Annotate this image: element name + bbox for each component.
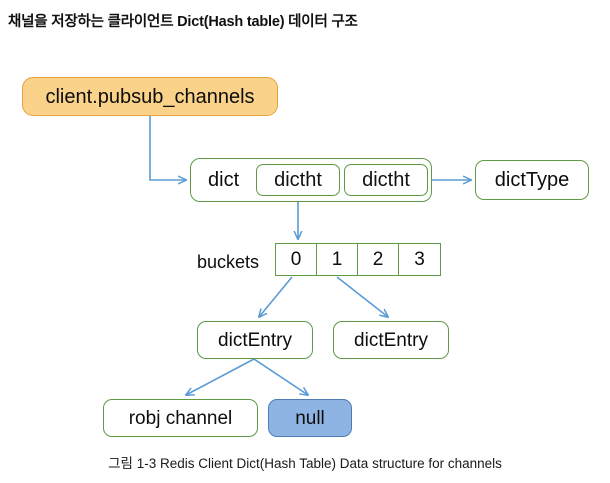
node-dicttype[interactable]: dictType xyxy=(475,160,589,200)
bucket-cell-1[interactable]: 1 xyxy=(317,244,358,275)
node-dictentry-1[interactable]: dictEntry xyxy=(333,321,449,359)
node-dictht-0[interactable]: dictht xyxy=(256,164,340,196)
node-client-pubsub-channels[interactable]: client.pubsub_channels xyxy=(22,77,278,116)
bucket-cell-0[interactable]: 0 xyxy=(276,244,317,275)
node-robj-channel[interactable]: robj channel xyxy=(103,399,258,437)
node-dict-label: dict xyxy=(208,169,240,191)
bucket-cell-3[interactable]: 3 xyxy=(414,248,425,270)
node-dictht-1[interactable]: dictht xyxy=(344,164,428,196)
buckets-table: 0 1 2 3 xyxy=(275,243,441,276)
connector-dictentry0-to-robj xyxy=(186,358,255,395)
node-dictentry-0[interactable]: dictEntry xyxy=(197,321,313,359)
figure-caption: 그림 1-3 Redis Client Dict(Hash Table) Dat… xyxy=(108,456,502,471)
node-null[interactable]: null xyxy=(268,399,352,437)
buckets-label: buckets xyxy=(197,252,260,272)
connector-bucket1-to-dictentry1 xyxy=(336,276,388,317)
connector-pubsub-to-dict xyxy=(149,116,186,180)
bucket-cell-2[interactable]: 2 xyxy=(358,244,399,275)
diagram-title: 채널을 저장하는 클라이언트 Dict(Hash table) 데이터 구조 xyxy=(8,14,358,30)
connector-bucket0-to-dictentry0 xyxy=(259,276,293,317)
connector-dictentry0-to-null xyxy=(253,358,308,395)
